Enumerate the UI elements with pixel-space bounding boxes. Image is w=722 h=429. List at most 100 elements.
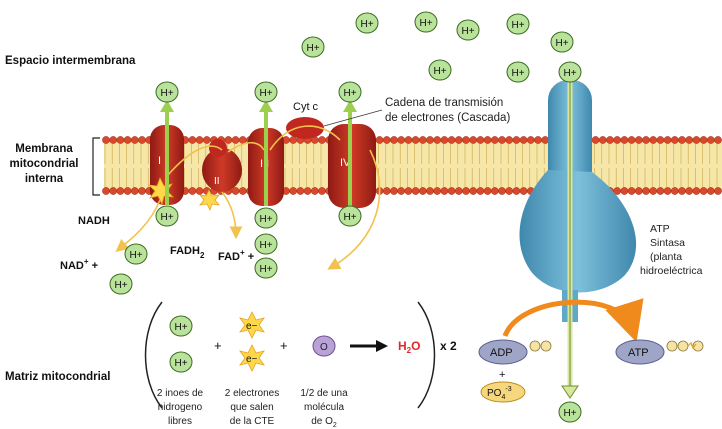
adp-plus: + — [499, 369, 505, 381]
proton-ion: H+ — [550, 31, 574, 53]
lipid-head — [699, 136, 708, 144]
atp-molecule: ATP — [615, 339, 704, 365]
lipid-head — [642, 136, 650, 144]
lipid-head — [519, 136, 528, 144]
lipid-head — [397, 187, 406, 195]
lipid-head — [685, 136, 694, 144]
nadh-label: NADH — [78, 215, 110, 227]
lipid-head — [411, 187, 420, 195]
lipid-head — [375, 136, 384, 144]
lipid-head — [116, 187, 125, 195]
proton-ion: H+ — [414, 11, 438, 33]
lipid-head — [699, 187, 708, 195]
svg-text:hidroeléctrica: hidroeléctrica — [640, 265, 703, 277]
svg-text:que salen: que salen — [230, 402, 273, 413]
lipid-head — [440, 187, 449, 195]
lipid-head — [195, 187, 204, 195]
lipid-head — [591, 136, 600, 144]
proton-label: H+ — [129, 250, 142, 261]
lipid-head — [706, 136, 715, 144]
lipid-head — [116, 136, 125, 144]
lipid-head — [678, 187, 686, 195]
lipid-head — [123, 136, 132, 144]
cytochrome-c[interactable]: Cyt c — [286, 101, 324, 139]
lipid-head — [404, 136, 413, 144]
lipid-head — [706, 187, 715, 195]
proton-label: H+ — [259, 264, 272, 275]
proton-label: H+ — [160, 88, 173, 99]
lipid-head — [138, 136, 146, 144]
svg-text:mitocondrial: mitocondrial — [9, 158, 78, 170]
proton-label: H+ — [259, 214, 272, 225]
lipid-head — [462, 187, 470, 195]
proton-ion: H+ — [428, 59, 452, 81]
lipid-head — [426, 136, 434, 144]
lipid-head — [606, 136, 614, 144]
svg-text:ATP: ATP — [650, 223, 670, 235]
lipid-head — [433, 136, 442, 144]
lipid-head — [598, 136, 607, 144]
proton-label: H+ — [511, 68, 524, 79]
lipid-head — [483, 136, 492, 144]
lipid-head — [490, 187, 499, 195]
atp-synthase[interactable] — [519, 80, 637, 399]
fadh2-label: FADH2 — [170, 245, 205, 260]
lipid-head — [188, 136, 197, 144]
svg-text:1/2 de una: 1/2 de una — [300, 388, 348, 399]
lipid-head — [476, 187, 485, 195]
proton-pump-arrows — [160, 100, 357, 206]
lipid-head — [541, 136, 550, 144]
lipid-head — [440, 136, 449, 144]
matrix-label: Matriz mitocondrial — [5, 371, 110, 383]
lipid-head — [634, 136, 643, 144]
lipid-head — [289, 187, 298, 195]
lipid-head — [310, 187, 319, 195]
lipid-head — [462, 136, 470, 144]
svg-text:e−: e− — [246, 321, 258, 332]
membrane-label: Membrana mitocondrial interna — [9, 143, 78, 185]
proton-ion: H+ — [506, 13, 530, 35]
lipid-head — [483, 187, 492, 195]
proton-ion: H+ — [155, 205, 179, 227]
proton-ion: H+ — [155, 81, 179, 103]
svg-text:Membrana: Membrana — [15, 143, 73, 155]
lipid-head — [627, 136, 636, 144]
lipid-head — [123, 187, 132, 195]
times-two: x 2 — [440, 339, 457, 353]
lipid-bilayer — [102, 136, 722, 195]
lipid-head — [476, 136, 485, 144]
nad-label: NAD+ + — [60, 257, 98, 272]
svg-text:de O2: de O2 — [311, 416, 337, 429]
lipid-head — [130, 187, 139, 195]
lipid-head — [613, 136, 622, 144]
svg-text:O: O — [320, 342, 328, 353]
lipid-head — [663, 187, 672, 195]
lipid-head — [714, 136, 722, 144]
lipid-head — [109, 187, 118, 195]
complex-IV-label: IV — [340, 157, 351, 169]
proton-label: H+ — [555, 38, 568, 49]
proton-label: H+ — [511, 20, 524, 31]
svg-text:ATP: ATP — [628, 347, 649, 359]
lipid-head — [238, 136, 247, 144]
fad-label: FAD+ + — [218, 248, 254, 263]
lipid-head — [102, 187, 110, 195]
lipid-head — [390, 136, 398, 144]
proton-ion: H+ — [558, 401, 582, 423]
lipid-head — [231, 187, 240, 195]
electron-burst: e− — [239, 311, 265, 339]
water-product: H2O — [398, 339, 420, 355]
proton-ion: H+ — [355, 12, 379, 34]
lipid-head — [620, 187, 629, 195]
lipid-head — [231, 136, 240, 144]
proton-ion: H+ — [109, 273, 133, 295]
lipid-head — [138, 187, 146, 195]
lipid-head — [505, 136, 514, 144]
lipid-head — [411, 136, 420, 144]
lipid-head — [390, 187, 398, 195]
electron-burst: e− — [239, 344, 265, 372]
proton-label: H+ — [343, 88, 356, 99]
proton-label: H+ — [174, 358, 187, 369]
water-formation-equation: + + e− e− O H2O x 2 2 inoes de hidrogeno… — [144, 301, 457, 429]
